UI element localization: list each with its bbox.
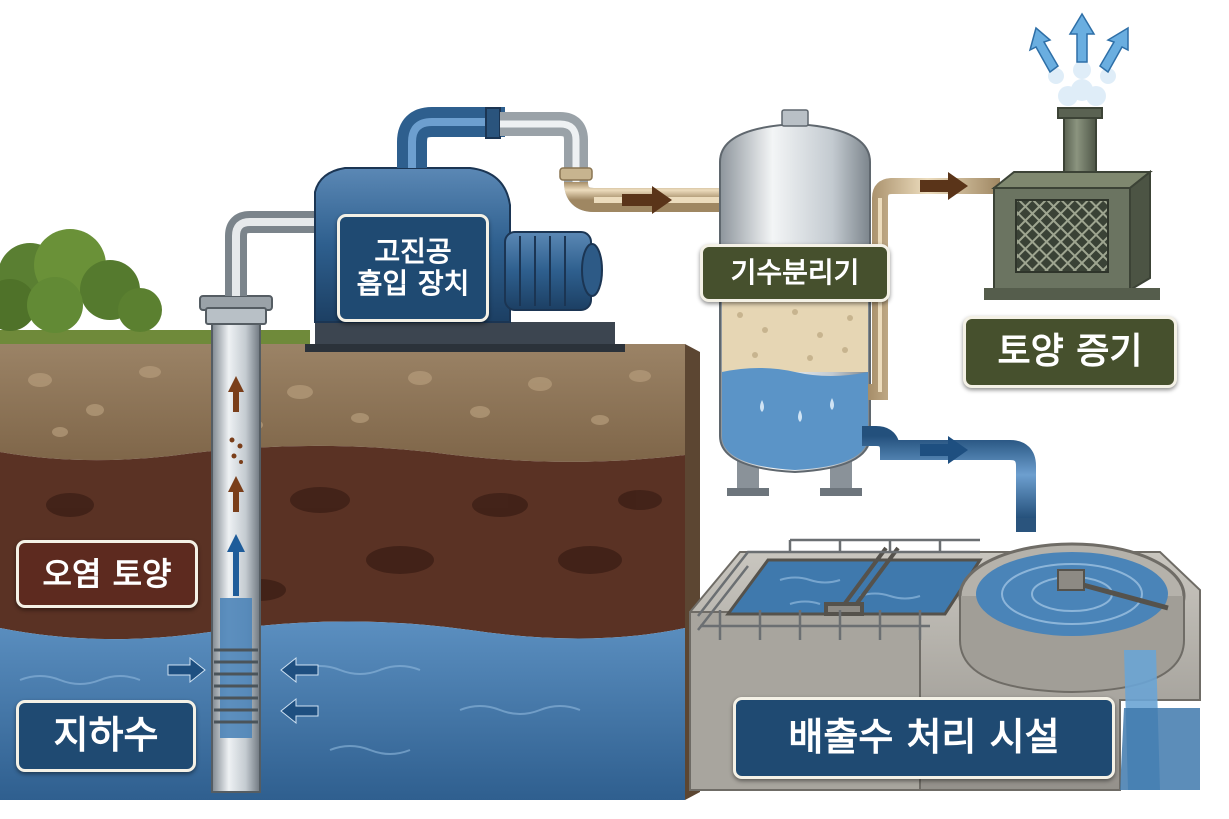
vacuum-pump-label-line2: 흡입 장치 — [356, 267, 470, 300]
well-screen — [214, 648, 258, 724]
extraction-well — [167, 211, 325, 793]
soil-vapor-label-text: 토양 증기 — [997, 331, 1143, 373]
arrow-right-icon — [920, 436, 968, 464]
water-ripples — [19, 665, 581, 755]
vapor-plume — [1048, 61, 1116, 106]
arrow-up-icon — [228, 476, 244, 512]
soil-pebbles — [28, 366, 651, 437]
contaminated-soil-label: 오염 토양 — [16, 540, 198, 608]
topsoil-layer — [0, 344, 685, 462]
soil-vapor-label: 토양 증기 — [963, 316, 1177, 388]
separator-label-text: 기수분리기 — [730, 255, 860, 289]
arrow-up-icon — [227, 534, 245, 596]
basin-bridge — [824, 546, 900, 616]
vacuum-pump-label-line1: 고진공 — [374, 234, 452, 268]
arrow-right-icon — [920, 172, 968, 200]
vapor-release-arrows — [1028, 12, 1129, 74]
groundwater-label: 지하수 — [16, 700, 196, 772]
contaminated-soil-label-text: 오염 토양 — [42, 554, 172, 593]
vapor-upflow-arrows — [227, 376, 245, 596]
wastewater-facility-label: 배출수 처리 시설 — [733, 697, 1115, 779]
arrow-left-icon — [280, 697, 319, 725]
rectangular-basin — [725, 558, 983, 616]
bushes — [0, 229, 162, 333]
groundwater-inflow-arrows — [167, 656, 319, 725]
arrow-right-icon — [622, 186, 672, 214]
soil-vapor-vent — [984, 12, 1160, 300]
arrow-up-icon — [1068, 12, 1096, 63]
vent-mesh-panel — [1015, 199, 1109, 273]
arrow-right-icon — [167, 656, 206, 684]
separator-water — [722, 368, 868, 470]
safety-railing — [697, 538, 980, 640]
pump-base — [315, 322, 615, 348]
separator-sediment — [722, 300, 868, 372]
vapor-pipe-to-separator — [500, 112, 724, 214]
arrow-up-icon — [228, 376, 244, 412]
water-pipe-to-treatment — [862, 426, 1036, 532]
well-water-column — [220, 598, 252, 738]
arrow-left-icon — [280, 656, 319, 684]
arrow-up-icon — [1028, 26, 1059, 74]
vacuum-pump-label: 고진공 흡입 장치 — [337, 214, 489, 322]
wellhead-collar — [205, 307, 267, 325]
groundwater-label-text: 지하수 — [53, 713, 159, 758]
wastewater-facility-label-text: 배출수 처리 시설 — [788, 715, 1060, 760]
separator-label: 기수분리기 — [700, 244, 890, 302]
arrow-up-icon — [1099, 26, 1129, 74]
clarifier-rake — [1057, 569, 1169, 611]
